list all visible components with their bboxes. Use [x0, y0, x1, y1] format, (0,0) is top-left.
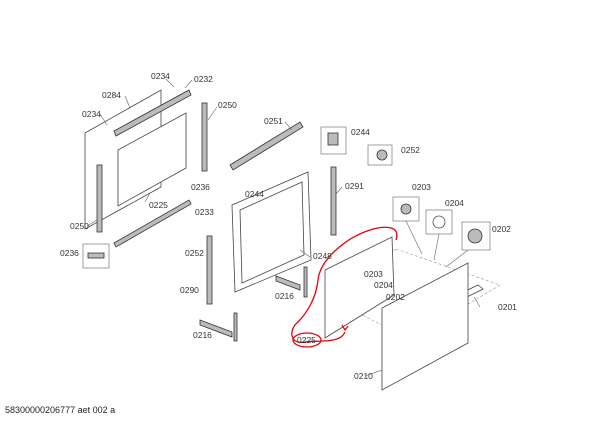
- frame-side-strip[interactable]: [330, 166, 337, 236]
- clip-part[interactable]: [87, 252, 105, 259]
- part-label[interactable]: 0202: [492, 224, 511, 234]
- hinge-part[interactable]: [327, 132, 339, 146]
- part-label[interactable]: 0234: [151, 71, 170, 81]
- part-label[interactable]: 0250: [70, 221, 89, 231]
- inner-glass-panel[interactable]: [117, 112, 187, 207]
- part-label[interactable]: 0203: [364, 269, 383, 279]
- part-label[interactable]: 0204: [374, 280, 393, 290]
- red-annotation: [291, 226, 398, 343]
- control-knob-part[interactable]: [467, 228, 483, 244]
- side-bracket[interactable]: [206, 235, 213, 305]
- side-strip-right[interactable]: [201, 102, 208, 172]
- hinge-bracket-right[interactable]: [275, 275, 301, 291]
- part-label[interactable]: 0236: [60, 248, 79, 258]
- bottom-rail[interactable]: [113, 199, 192, 248]
- side-strip-left[interactable]: [96, 164, 103, 233]
- screw-part[interactable]: [376, 149, 388, 161]
- inner-glass-right[interactable]: [324, 236, 395, 339]
- knob-ring-part[interactable]: [432, 215, 446, 229]
- frame-top-rail[interactable]: [229, 121, 304, 171]
- part-label[interactable]: 0202: [386, 292, 405, 302]
- part-label[interactable]: 0232: [194, 74, 213, 84]
- part-label[interactable]: 0252: [185, 248, 204, 258]
- hinge-bracket-right-post: [303, 266, 308, 298]
- part-label[interactable]: 0236: [191, 182, 210, 192]
- part-label[interactable]: 0204: [445, 198, 464, 208]
- hinge-bracket-left-post: [233, 312, 238, 342]
- part-label[interactable]: 0291: [345, 181, 364, 191]
- red-circle: [292, 332, 322, 348]
- part-label[interactable]: 0284: [102, 90, 121, 100]
- part-label[interactable]: 0216: [193, 330, 212, 340]
- part-label[interactable]: 0203: [412, 182, 431, 192]
- part-label[interactable]: 0244: [351, 127, 370, 137]
- part-label[interactable]: 0252: [401, 145, 420, 155]
- part-label[interactable]: 0225: [297, 335, 316, 345]
- knob-axle-part[interactable]: [400, 203, 412, 215]
- outer-door-glass[interactable]: [381, 262, 469, 391]
- part-label[interactable]: 0290: [180, 285, 199, 295]
- part-label[interactable]: 0210: [354, 371, 373, 381]
- part-label[interactable]: 0248: [313, 251, 332, 261]
- leader-lines: [86, 78, 481, 377]
- part-label[interactable]: 0216: [275, 291, 294, 301]
- part-label[interactable]: 0234: [82, 109, 101, 119]
- part-label[interactable]: 0250: [218, 100, 237, 110]
- diagram-reference-code: 58300000206777 aet 002 a: [5, 405, 116, 415]
- door-frame-inner: [239, 181, 305, 284]
- part-label[interactable]: 0225: [149, 200, 168, 210]
- hinge-bracket-left[interactable]: [199, 319, 233, 338]
- part-label[interactable]: 0233: [195, 207, 214, 217]
- top-rail[interactable]: [113, 89, 192, 137]
- part-label[interactable]: 0244: [245, 189, 264, 199]
- part-label[interactable]: 0251: [264, 116, 283, 126]
- part-label[interactable]: 0201: [498, 302, 517, 312]
